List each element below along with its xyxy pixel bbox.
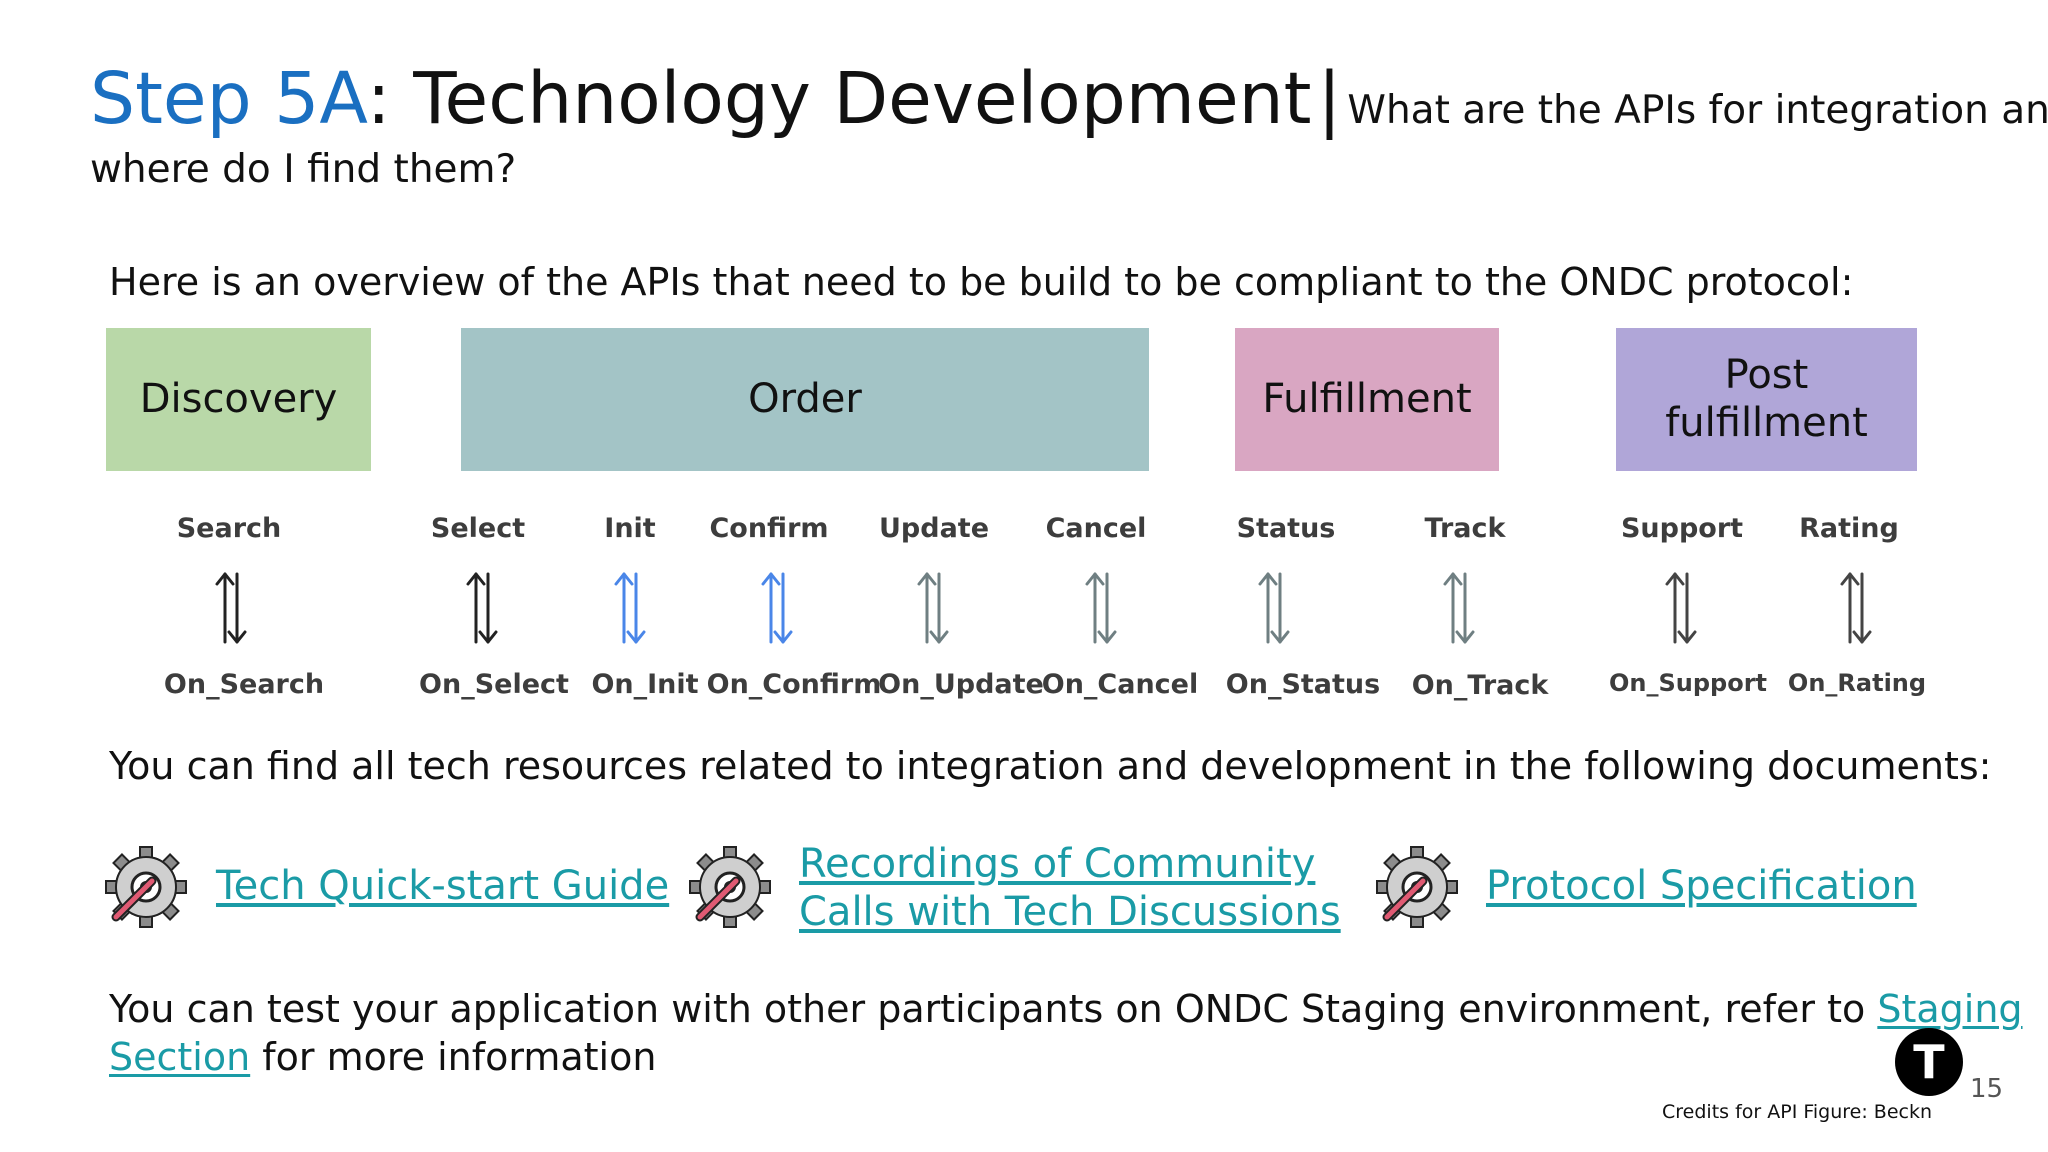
request-response-arrows-icon <box>1840 572 1872 644</box>
title-main: : Technology Development <box>366 57 1312 140</box>
staging-paragraph: You can test your application with other… <box>109 985 2023 1081</box>
request-response-arrows-icon <box>1665 572 1697 644</box>
category-post-fulfillment-label-line2: fulfillment <box>1665 399 1868 446</box>
request-response-arrows-icon <box>614 572 646 644</box>
category-fulfillment: Fulfillment <box>1235 328 1499 471</box>
gear-wrench-icon <box>689 846 771 928</box>
api-response-on-search: On_Search <box>163 669 325 700</box>
request-response-arrows-icon <box>917 572 949 644</box>
protocol-specification-link[interactable]: Protocol Specification <box>1486 863 1917 909</box>
request-response-arrows-icon <box>761 572 793 644</box>
api-request-update: Update <box>878 513 990 544</box>
t-logo: T <box>1895 1028 1963 1096</box>
title-subtitle-continued: where do I find them? <box>90 147 517 192</box>
category-order: Order <box>461 328 1149 471</box>
community-calls-link-line1[interactable]: Recordings of Community <box>799 841 1316 887</box>
api-request-search: Search <box>176 513 282 544</box>
category-post-fulfillment: Post fulfillment <box>1616 328 1917 471</box>
title-subtitle: What are the APIs for integration and <box>1347 88 2048 133</box>
category-discovery: Discovery <box>106 328 371 471</box>
category-discovery-label: Discovery <box>139 375 338 422</box>
api-response-on-rating: On_Rating <box>1787 669 1927 697</box>
api-response-on-update: On_Update <box>878 669 1044 700</box>
api-response-on-support: On_Support <box>1608 669 1768 697</box>
gear-wrench-icon <box>105 846 187 928</box>
page-number: 15 <box>1970 1074 2004 1104</box>
gear-wrench-icon <box>1376 846 1458 928</box>
title-step: Step 5A <box>90 57 367 140</box>
category-post-fulfillment-label-line1: Post <box>1724 352 1809 399</box>
api-response-on-init: On_Init <box>591 669 699 700</box>
intro-text: Here is an overview of the APIs that nee… <box>109 260 1854 304</box>
staging-text-prefix: You can test your application with other… <box>109 987 1878 1031</box>
title-separator: | <box>1317 57 1342 140</box>
request-response-arrows-icon <box>215 572 247 644</box>
request-response-arrows-icon <box>466 572 498 644</box>
api-response-on-track: On_Track <box>1411 670 1549 701</box>
api-request-confirm: Confirm <box>709 513 829 544</box>
resources-text: You can find all tech resources related … <box>109 744 1992 788</box>
api-response-on-cancel: On_Cancel <box>1041 669 1199 700</box>
api-response-on-select: On_Select <box>419 669 569 700</box>
page-title: Step 5A: Technology Development|What are… <box>90 61 2048 137</box>
community-calls-link-line2[interactable]: Calls with Tech Discussions <box>799 889 1341 935</box>
category-fulfillment-label: Fulfillment <box>1262 375 1472 422</box>
api-request-rating: Rating <box>1799 513 1899 544</box>
tech-quick-start-guide-link[interactable]: Tech Quick-start Guide <box>216 863 670 909</box>
api-request-init: Init <box>604 513 656 544</box>
api-request-track: Track <box>1424 513 1506 544</box>
api-request-cancel: Cancel <box>1045 513 1147 544</box>
logo-letter: T <box>1913 1035 1945 1089</box>
api-request-support: Support <box>1620 513 1744 544</box>
staging-text-suffix: for more information <box>250 1035 657 1079</box>
request-response-arrows-icon <box>1258 572 1290 644</box>
section-link[interactable]: Section <box>109 1035 251 1079</box>
community-calls-recordings-link[interactable]: Recordings of Community Calls with Tech … <box>799 840 1341 936</box>
api-request-select: Select <box>430 513 526 544</box>
staging-link[interactable]: Staging <box>1877 987 2023 1031</box>
api-response-on-status: On_Status <box>1225 669 1381 700</box>
request-response-arrows-icon <box>1085 572 1117 644</box>
category-order-label: Order <box>748 375 862 422</box>
api-request-status: Status <box>1236 513 1336 544</box>
credits-text: Credits for API Figure: Beckn <box>1662 1101 1933 1123</box>
api-response-on-confirm: On_Confirm <box>706 669 882 700</box>
request-response-arrows-icon <box>1443 572 1475 644</box>
